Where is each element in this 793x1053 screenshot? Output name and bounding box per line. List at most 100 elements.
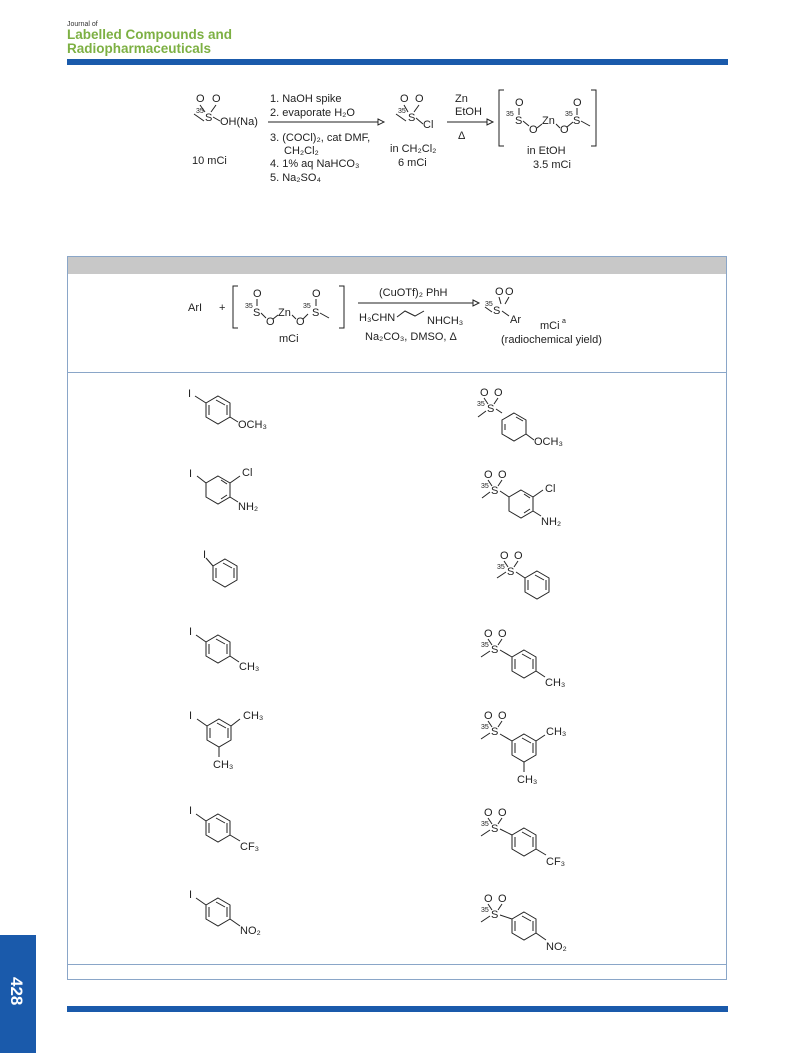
- sulfur-label: S: [507, 566, 514, 578]
- oxygen-label: O: [253, 288, 262, 300]
- iodo-label: I: [189, 626, 192, 638]
- iodo-label: I: [189, 889, 192, 901]
- product-trifluoromethylphenyl-sulfone: O O 35 S CF₃: [480, 807, 565, 868]
- sulfur-label: S: [205, 112, 212, 124]
- methyl-label: CH₃: [239, 661, 259, 673]
- step-text: 3. (COCl)₂, cat DMF,: [270, 132, 370, 144]
- substrate-chloroiodoaniline: I Cl NH₂: [189, 467, 258, 513]
- oxygen-label: O: [494, 387, 503, 399]
- oxygen-label: O: [196, 93, 205, 105]
- start-amount: 10 mCi: [192, 155, 227, 167]
- table-divider: [68, 372, 726, 373]
- trifluoromethyl-label: CF₃: [546, 856, 565, 868]
- oxygen-label: O: [514, 550, 523, 562]
- sulfur-label: S: [253, 307, 260, 319]
- substrate-iodotoluene: I CH₃: [189, 626, 259, 673]
- methyl-label: CH₃: [213, 759, 233, 771]
- table-row: I O O 35 S: [203, 549, 550, 600]
- isotope-label: 35: [196, 108, 204, 115]
- sulfur-label: S: [573, 115, 580, 127]
- oxygen-label: O: [529, 124, 538, 136]
- table-row: I Cl NH₂ O O 35 S Cl NH₂: [189, 467, 561, 528]
- scheme-synthesis: O O 35 S OH(Na) 10 mCi 1. NaOH spike 2. …: [192, 89, 597, 184]
- substituent-label: OCH₃: [238, 419, 267, 431]
- oxygen-label: O: [498, 807, 507, 819]
- table-row: I CH₃ O O 35 S CH₃: [189, 626, 565, 689]
- nitro-label: NO₂: [546, 941, 567, 953]
- amino-label: NH₂: [541, 516, 561, 528]
- oxygen-label: O: [500, 550, 509, 562]
- zn-reagent: Zn: [455, 93, 468, 105]
- chloro-label: Cl: [545, 483, 555, 495]
- isotope-label: 35: [477, 401, 485, 408]
- step-text: CH₂Cl₂: [284, 145, 319, 157]
- product-solvent: in EtOH: [527, 145, 566, 157]
- sulfur-label: S: [491, 485, 498, 497]
- iodo-label: I: [188, 388, 191, 400]
- chloro-label: Cl: [242, 467, 252, 479]
- oxygen-label: O: [484, 893, 493, 905]
- amino-label: NH₂: [238, 501, 258, 513]
- isotope-label: 35: [245, 303, 253, 310]
- step-text: 4. 1% aq NaHCO₃: [270, 158, 359, 170]
- product-tolyl-sulfone: O O 35 S CH₃: [480, 628, 565, 689]
- condition-ligand-left: H₃CHN: [359, 312, 395, 324]
- substrate-iodobenzotrifluoride: I CF₃: [189, 805, 259, 853]
- oxygen-label: O: [484, 807, 493, 819]
- iodo-label: I: [203, 549, 206, 561]
- journal-title-line1: Labelled Compounds and: [67, 27, 233, 42]
- reaction-arrow-2: Zn EtOH Δ: [447, 93, 495, 142]
- heat-symbol: Δ: [458, 130, 466, 142]
- journal-prefix: Journal of: [67, 21, 98, 28]
- chloride-solvent: in CH₂Cl₂: [390, 143, 436, 155]
- substrate-iodobenzene: I: [203, 549, 238, 588]
- table-row: I CF₃ O O 35 S CF₃: [189, 805, 565, 868]
- isotope-label: 35: [303, 303, 311, 310]
- footer-rule: [67, 1006, 728, 1012]
- oxygen-label: O: [498, 628, 507, 640]
- chlorine-label: Cl: [423, 119, 433, 131]
- sulfur-label: S: [408, 112, 415, 124]
- step-text: 5. Na₂SO₄: [270, 172, 321, 184]
- journal-masthead: Journal of Labelled Compounds and Radiop…: [67, 21, 232, 56]
- oxygen-label: O: [312, 288, 321, 300]
- reagent-amount: mCi: [279, 333, 299, 345]
- sulfur-label: S: [491, 726, 498, 738]
- table-footer-divider: [68, 964, 726, 965]
- reaction-arrow-1: 1. NaOH spike 2. evaporate H₂O 3. (COCl)…: [268, 93, 386, 184]
- product-nitrophenyl-sulfone: O O 35 S NO₂: [480, 893, 567, 953]
- sulfur-label: S: [312, 307, 319, 319]
- footnote-marker: a: [562, 318, 566, 325]
- product-chloroaniline-sulfone: O O 35 S Cl NH₂: [481, 469, 561, 528]
- isotope-label: 35: [481, 724, 489, 731]
- isotope-label: 35: [481, 642, 489, 649]
- methyl-label: CH₃: [545, 677, 565, 689]
- condition-catalyst: (CuOTf)₂ PhH: [379, 287, 448, 299]
- oxygen-label: O: [266, 316, 275, 328]
- table-row: I OCH₃ O O 35 S OCH₃: [188, 387, 563, 448]
- plus-sign: +: [219, 302, 225, 314]
- methyl-label: CH₃: [546, 726, 566, 738]
- oxygen-label: O: [484, 628, 493, 640]
- reactant-label: ArI: [188, 302, 202, 314]
- product-methoxyphenyl-sulfone: O O 35 S OCH₃: [477, 387, 563, 448]
- sulfinate-label: OH(Na): [220, 116, 258, 128]
- nitro-label: NO₂: [240, 925, 261, 937]
- sulfur-label: S: [487, 403, 494, 415]
- yield-label: (radiochemical yield): [501, 334, 602, 346]
- isotope-label: 35: [485, 301, 493, 308]
- iodo-label: I: [189, 710, 192, 722]
- sulfur-label: S: [491, 909, 498, 921]
- oxygen-label: O: [484, 469, 493, 481]
- product-xylyl-sulfone: O O 35 S CH₃ CH₃: [480, 710, 566, 786]
- oxygen-label: O: [515, 97, 524, 109]
- product-phenyl-sulfone: O O 35 S: [496, 550, 550, 600]
- oxygen-label: O: [505, 286, 514, 298]
- condition-ligand-right: NHCH₃: [427, 315, 463, 327]
- methyl-label: CH₃: [517, 774, 537, 786]
- aryl-label: Ar: [510, 314, 521, 326]
- isotope-label: 35: [481, 821, 489, 828]
- sulfur-label: S: [515, 115, 522, 127]
- oxygen-label: O: [296, 316, 305, 328]
